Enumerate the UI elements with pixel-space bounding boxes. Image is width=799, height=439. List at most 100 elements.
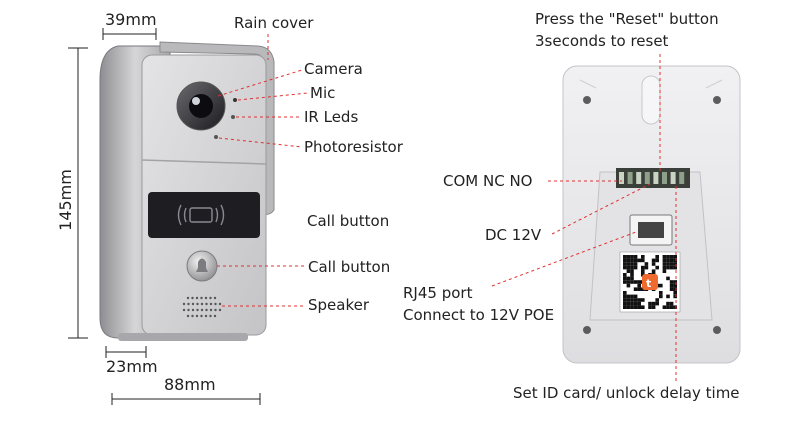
qr-module (623, 258, 627, 263)
speaker-hole (209, 314, 212, 318)
terminal-pin (679, 172, 685, 184)
rj45-socket (638, 222, 664, 238)
qr-module (673, 283, 677, 288)
label-card-area: Call button (307, 212, 389, 230)
speaker-hole (187, 302, 190, 306)
qr-module (655, 298, 659, 302)
qr-module (630, 255, 634, 259)
qr-module (673, 280, 677, 284)
qr-module (623, 305, 627, 309)
label-reset-line1: Press the "Reset" button (535, 10, 719, 28)
qr-module (626, 276, 631, 281)
qr-module (666, 305, 670, 309)
qr-module (666, 255, 670, 259)
qr-module (651, 258, 656, 263)
qr-module (630, 276, 634, 281)
terminal-pin (627, 172, 633, 184)
qr-module (669, 262, 674, 266)
qr-module (633, 301, 638, 306)
qr-module (633, 258, 638, 263)
qr-module (641, 269, 645, 273)
terminal-pin (653, 172, 659, 184)
qr-module (666, 276, 670, 281)
qr-module (673, 258, 677, 263)
ir-led (231, 115, 235, 119)
speaker-hole (182, 308, 186, 312)
qr-module (623, 294, 627, 299)
qr-module (669, 287, 674, 291)
qr-module (666, 262, 670, 266)
qr-module (623, 265, 627, 270)
speaker-hole (209, 296, 212, 300)
device-base (118, 333, 248, 341)
qr-module (623, 273, 627, 277)
qr-module (630, 265, 634, 270)
speaker-hole (191, 296, 194, 300)
qr-module (626, 255, 631, 259)
speaker-hole (191, 308, 195, 312)
qr-module (623, 262, 627, 266)
qr-module (655, 258, 659, 263)
qr-module (633, 262, 638, 266)
label-mic: Mic (310, 84, 335, 102)
qr-module (623, 298, 627, 302)
dim-depth-bottom: 23mm (106, 357, 158, 376)
speaker-hole (182, 302, 186, 306)
camera-pupil (189, 94, 213, 118)
qr-module (673, 287, 677, 291)
qr-module (633, 280, 638, 284)
qr-module (673, 291, 677, 295)
qr-module (626, 298, 631, 302)
label-com-nc-no: COM NC NO (443, 172, 532, 190)
qr-module (669, 301, 674, 306)
label-dc-12v: DC 12V (485, 226, 542, 244)
label-ir-leds: IR Leds (304, 108, 358, 126)
qr-module (637, 258, 641, 263)
face-seam (141, 159, 267, 165)
screw-hole (713, 326, 721, 334)
speaker-hole (187, 308, 190, 312)
speaker-hole (218, 308, 222, 312)
qr-module (648, 301, 652, 306)
qr-module (673, 255, 677, 259)
qr-module (626, 294, 631, 299)
screw-hole (583, 326, 591, 334)
qr-module (637, 287, 641, 291)
qr-module (626, 280, 631, 284)
qr-module (637, 283, 641, 288)
speaker-hole (214, 302, 217, 306)
qr-module (666, 258, 670, 263)
qr-module (673, 262, 677, 266)
app-logo-icon (642, 274, 658, 290)
qr-module (630, 294, 634, 299)
speaker-hole (195, 296, 199, 300)
qr-module (662, 258, 667, 263)
qr-module (626, 262, 631, 266)
qr-module (669, 265, 674, 270)
rfid-icon (177, 204, 225, 226)
dim-width-bottom: 88mm (164, 375, 216, 394)
qr-module (630, 258, 634, 263)
qr-module (630, 298, 634, 302)
front-device (99, 41, 275, 341)
qr-module (641, 273, 645, 277)
label-photoresistor: Photoresistor (304, 138, 404, 156)
bell-icon (196, 258, 208, 272)
speaker-hole (204, 314, 208, 318)
speaker-hole (191, 314, 194, 318)
qr-module (669, 255, 674, 259)
qr-module (673, 305, 677, 309)
speaker-hole (186, 296, 190, 300)
qr-module (641, 287, 645, 291)
speaker-hole (213, 314, 217, 318)
mount-slot (641, 75, 661, 125)
dim-width-top: 39mm (105, 10, 157, 29)
back-callouts: Press the "Reset" button 3seconds to res… (403, 10, 740, 402)
qr-module (655, 265, 659, 270)
qr-module (659, 283, 663, 288)
app-logo-glyph: t (646, 277, 651, 290)
qr-module (626, 301, 631, 306)
speaker-hole (195, 314, 199, 318)
qr-module (637, 301, 641, 306)
